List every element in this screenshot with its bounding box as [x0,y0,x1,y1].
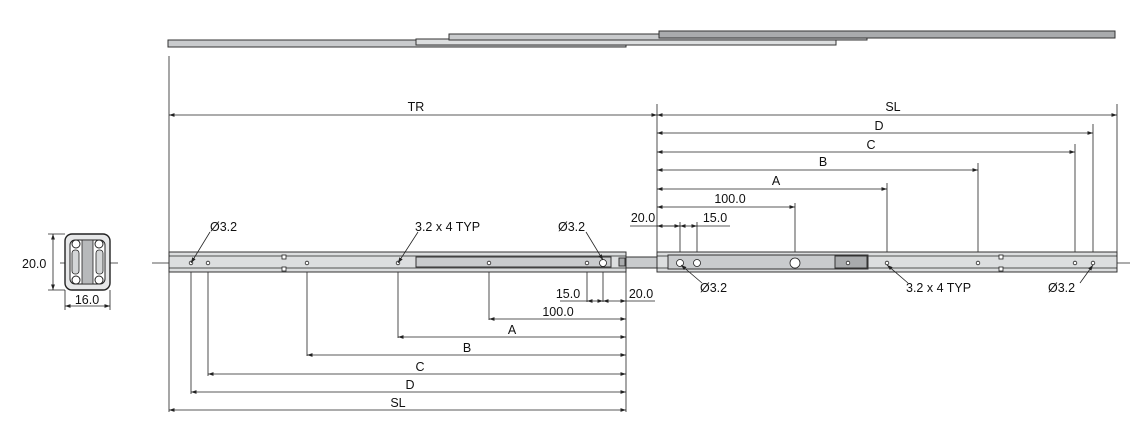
dim-15-bottom-label: 15.0 [556,287,580,301]
b-bottom-label: B [463,341,471,355]
profile-height-label: 20.0 [22,257,46,271]
extension-lines [168,56,1118,412]
typ-left-label: 3.2 x 4 TYP [415,220,480,234]
sl-top-label: SL [885,100,900,114]
cross-section-profile: 20.0 16.0 [22,233,118,310]
closed-slide-side-view [152,251,1130,273]
b-top-label: B [819,155,827,169]
d-bottom-label: D [405,378,414,392]
dim-15-top-label: 15.0 [703,211,727,225]
extended-slide-top-view [167,30,1116,48]
hole-mid-top-label: Ø3.2 [558,220,585,234]
a-bottom-label: A [508,323,517,337]
hole-callouts: Ø3.2 3.2 x 4 TYP Ø3.2 Ø3.2 3.2 x 4 TYP Ø… [190,220,1094,295]
dim-100-bottom-label: 100.0 [542,305,573,319]
tr-label: TR [408,100,425,114]
dim-20-bottom-label: 20.0 [629,287,653,301]
typ-right-label: 3.2 x 4 TYP [906,281,971,295]
a-top-label: A [772,174,781,188]
bottom-dimensions: 15.0 20.0 100.0 A B C D SL [169,287,655,412]
dim-20-top-label: 20.0 [631,211,655,225]
d-top-label: D [874,119,883,133]
hole-mid-bottom-label: Ø3.2 [700,281,727,295]
hole-left-top-label: Ø3.2 [210,220,237,234]
sl-bottom-label: SL [390,396,405,410]
dim-100-top-label: 100.0 [714,192,745,206]
c-top-label: C [866,138,875,152]
c-bottom-label: C [415,360,424,374]
top-dimensions: TR SL D C B A 100.0 20.0 15.0 [169,100,1117,228]
hole-right-bottom-label: Ø3.2 [1048,281,1075,295]
profile-width-label: 16.0 [75,293,99,307]
